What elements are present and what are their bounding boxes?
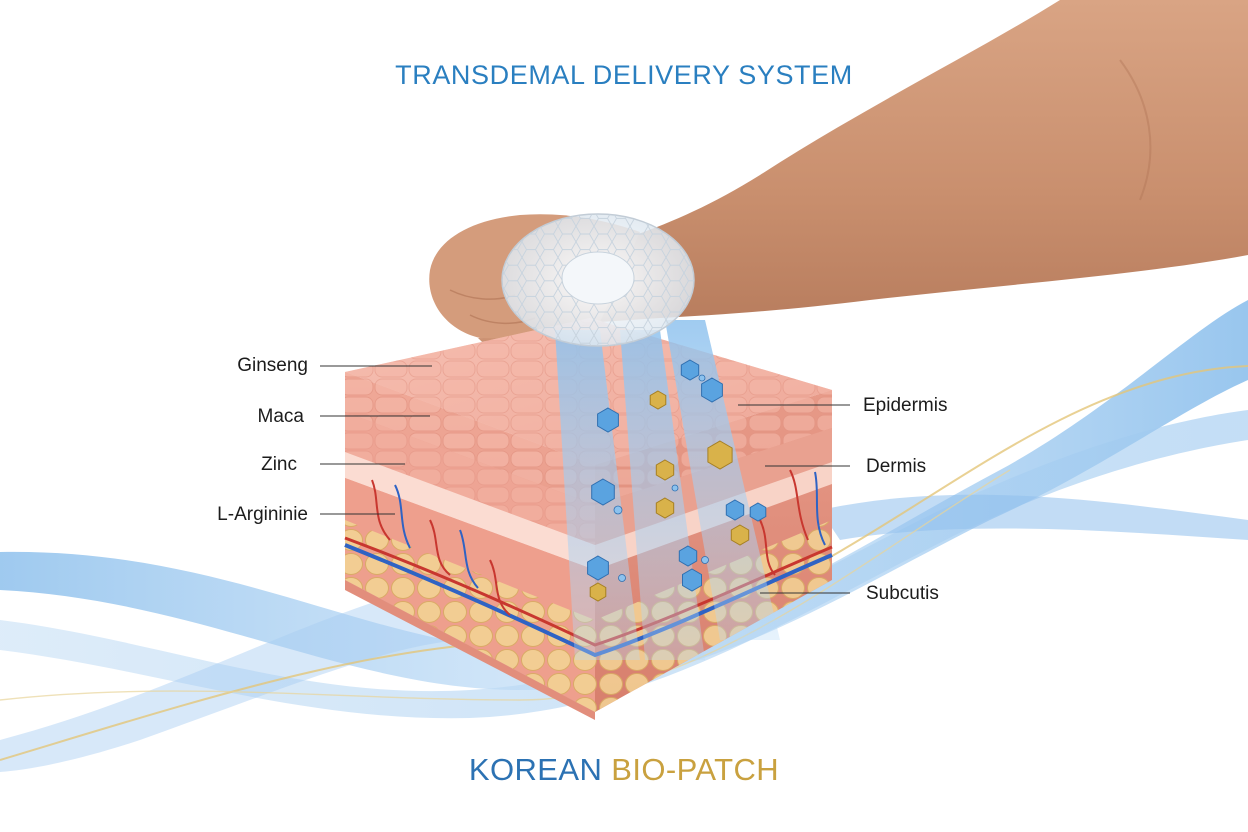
diagram-title: TRANSDEMAL DELIVERY SYSTEM [0,60,1248,91]
bio-patch [502,214,694,346]
molecule-gold [590,583,606,601]
molecule-blue [683,569,702,591]
molecule-blue [726,500,743,520]
label-subcutis: Subcutis [866,583,939,605]
brand-title: KOREAN BIO-PATCH [0,752,1248,788]
label-maca: Maca [164,406,304,428]
label-zinc: Zinc [157,454,297,476]
label-dermis: Dermis [866,456,926,478]
molecule-gold [656,498,673,518]
molecule-blue [681,360,698,380]
brand-word-bio-patch: BIO-PATCH [611,752,779,787]
molecule-gold [731,525,748,545]
molecule-gold [650,391,666,409]
molecule-blue [679,546,696,566]
molecule-blue [750,503,766,521]
molecule-gold [656,460,673,480]
label-epidermis: Epidermis [863,395,947,417]
label-l-arginine: L-Argininie [168,504,308,526]
brand-word-korean: KOREAN [469,752,602,787]
label-ginseng: Ginseng [168,355,308,377]
